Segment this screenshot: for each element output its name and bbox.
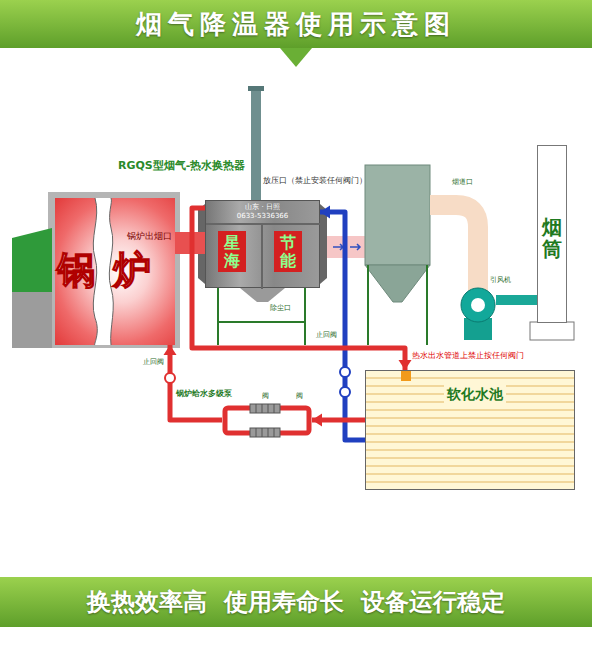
illustration-shape [261,225,263,289]
arrow-head [164,345,177,355]
illustration-shape [471,298,485,312]
pipe-line [192,208,405,370]
exchanger-flange [320,204,327,284]
check-valve [340,387,350,397]
part-label: 止回阀 [316,331,337,339]
pipe-connector [496,300,537,301]
fan-label: 引风机 [490,276,511,284]
pipe-connector [192,208,412,370]
caption-text: 换热效率高 使用寿命长 设备运行稳定 [87,586,504,618]
fan-duct [430,205,478,292]
collector-hopper [365,265,430,302]
brand-mark: 星海 [218,231,246,272]
part-label: 放压口（禁止安装任何阀门） [263,176,367,185]
check-valve [340,367,350,377]
chimney-base [530,322,574,340]
ash-cone [240,288,285,302]
pipe-connector [312,414,365,427]
flue-outlet-label: 锅炉出烟口 [127,231,172,242]
vent-cap [248,86,264,91]
collector-legs [368,265,427,345]
exchanger-heading: RGQS型烟气-热水换热器 [118,159,245,172]
title-band: 烟气降温器使用示意图 [0,0,592,48]
tank-label: 软化水池 [444,385,506,404]
boiler-base [12,292,52,348]
caption-band: 换热效率高 使用寿命长 设备运行稳定 [0,577,592,627]
node-decoration [222,403,312,438]
arrow-head [320,206,330,219]
part-label: 止回阀 [143,358,164,366]
feed-pump: 锅炉给水多级泵 [222,403,312,438]
part-label: 热水出水管道上禁止按任何阀门 [412,351,524,361]
chimney: 烟筒 [537,145,567,323]
illustration-shape [206,223,321,225]
heat-exchanger-box: RGQS型烟气-热水换热器山东 · 日照0633-5336366星海节能 [205,200,320,288]
fuel-hopper [12,228,52,292]
softened-water-tank: 软化水池 [365,370,575,490]
check-valve [165,373,175,383]
pipe-line [496,295,537,305]
chimney-label: 烟筒 [542,216,562,260]
arrow-head [399,360,412,370]
part-label: 除尘口 [270,304,291,312]
induced-fan: 引风机 [460,287,496,323]
pipe-line [170,345,222,420]
title-text: 烟气降温器使用示意图 [136,7,456,42]
node-decoration [460,287,496,323]
part-label: 阀 [262,392,269,400]
dust-collector [365,165,430,265]
pointer-triangle [280,48,312,67]
brand-mark: 节能 [274,231,302,272]
pipe-line [320,212,365,440]
illustration-shape [401,371,411,381]
maker-place: 山东 · 日照 [206,203,319,211]
boiler-box: 锅炉 锅炉出烟口 [55,198,175,345]
vent-pipe [251,88,261,200]
boiler-frame [48,192,180,348]
support-legs [218,288,305,345]
illustration-shape [461,288,495,322]
boiler-name: 锅炉 [57,250,169,292]
part-label: 阀 [296,392,303,400]
part-label: 烟道口 [452,178,473,186]
illustration-shape [250,404,280,413]
pipe-connector [320,206,365,441]
arrow-head [312,414,322,427]
maker-phone: 0633-5336366 [206,212,319,220]
pipe-connector [164,345,223,420]
pump-label: 锅炉给水多级泵 [176,389,232,399]
illustration-shape [250,428,280,437]
illustration-shape [256,404,274,437]
